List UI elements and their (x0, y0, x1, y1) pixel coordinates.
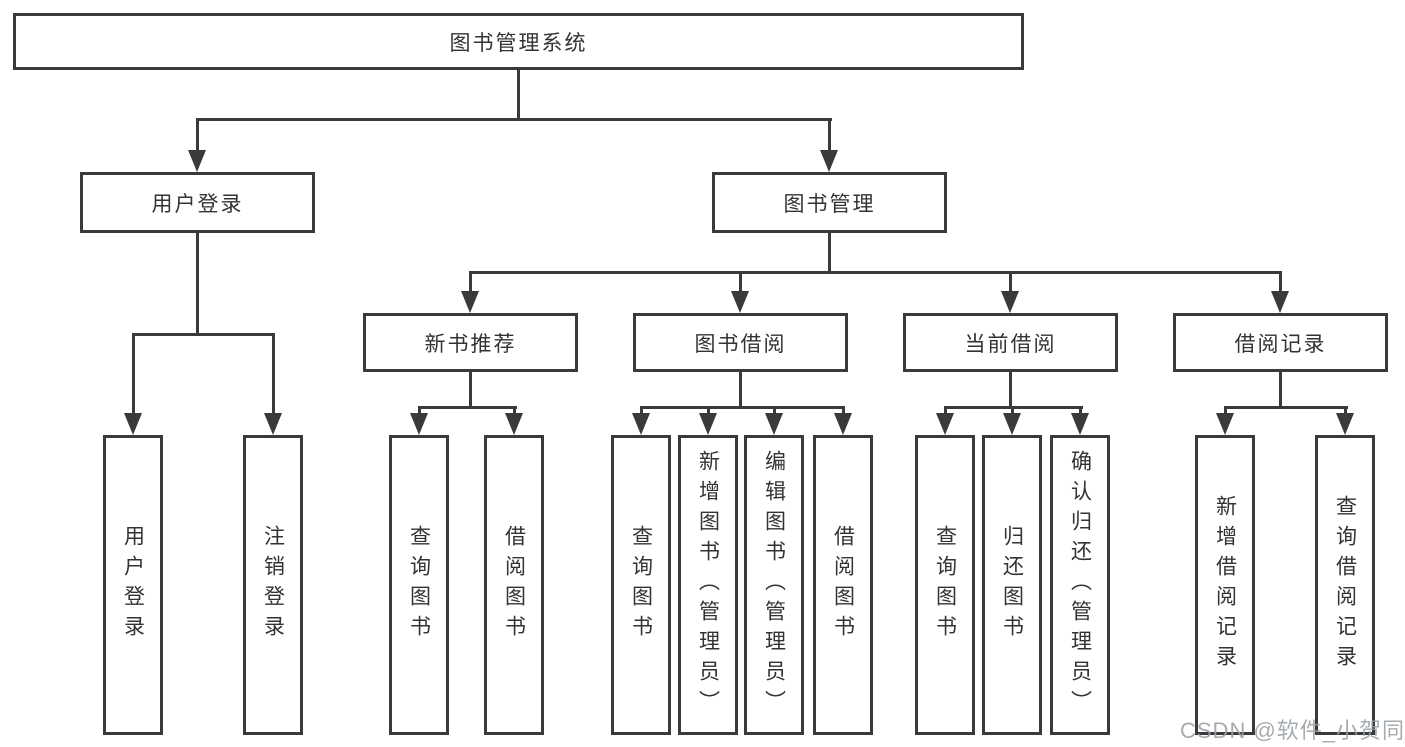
arrow-down-icon (1336, 413, 1354, 435)
connector-recommend-stem (469, 372, 472, 408)
connector-book-borrow-branch (640, 406, 845, 409)
connector-borrow-records-stem (1279, 372, 1282, 408)
arrow-down-icon (820, 150, 838, 172)
connector-drop (513, 406, 516, 415)
csdn-watermark: CSDN @软件_小贺同学 (1180, 718, 1405, 743)
leaf-label: 用户登录 (121, 525, 145, 645)
connector-drop (418, 406, 421, 415)
leaf-label: 新增图书（管理员） (696, 450, 720, 720)
connector-drop (640, 406, 643, 415)
node-label: 图书管理 (783, 192, 876, 216)
arrow-down-icon (936, 413, 954, 435)
arrow-down-icon (188, 150, 206, 172)
arrow-down-icon (632, 413, 650, 435)
connector-drop-borrow-records (1279, 271, 1282, 293)
node-book-management-system: 图书管理系统 (13, 13, 1024, 70)
leaf-current-query-books: 查询图书 (915, 435, 975, 735)
arrow-down-icon (124, 413, 142, 435)
leaf-current-confirm-return: 确认归还（管理员） (1050, 435, 1110, 735)
node-label: 图书管理系统 (449, 31, 588, 55)
leaf-label: 借阅图书 (502, 525, 526, 645)
leaf-current-return-books: 归还图书 (982, 435, 1042, 735)
connector-current-borrow-stem (1009, 372, 1012, 408)
connector-root-branch (196, 118, 832, 121)
leaf-label: 借阅图书 (831, 525, 855, 645)
connector-drop (773, 406, 776, 415)
connector-drop-current-borrow (1009, 271, 1012, 293)
connector-drop (944, 406, 947, 415)
leaf-label: 注销登录 (261, 525, 285, 645)
arrow-down-icon (731, 291, 749, 313)
arrow-down-icon (1216, 413, 1234, 435)
node-label: 图书借阅 (694, 332, 787, 356)
connector-drop (842, 406, 845, 415)
arrow-down-icon (1001, 291, 1019, 313)
leaf-label: 查询图书 (629, 525, 653, 645)
node-label: 借阅记录 (1234, 332, 1327, 356)
leaf-borrow-query-books: 查询图书 (611, 435, 671, 735)
connector-book-borrow-stem (739, 372, 742, 408)
connector-drop-user-login (196, 118, 199, 152)
leaf-borrow-add-books: 新增图书（管理员） (678, 435, 738, 735)
leaf-label: 归还图书 (1000, 525, 1024, 645)
connector-drop (1224, 406, 1227, 415)
node-borrow-records: 借阅记录 (1173, 313, 1388, 372)
connector-drop-book-management (828, 118, 831, 152)
node-label: 当前借阅 (964, 332, 1057, 356)
connector-drop-logout (272, 333, 275, 415)
arrow-down-icon (834, 413, 852, 435)
node-user-login: 用户登录 (80, 172, 315, 233)
leaf-records-add-record: 新增借阅记录 (1195, 435, 1255, 735)
connector-drop-book-borrow (739, 271, 742, 293)
connector-drop-login (132, 333, 135, 415)
leaf-label: 查询图书 (933, 525, 957, 645)
leaf-label: 查询图书 (407, 525, 431, 645)
leaf-user-login: 用户登录 (103, 435, 163, 735)
node-label: 新书推荐 (424, 332, 517, 356)
leaf-borrow-borrow-books: 借阅图书 (813, 435, 873, 735)
arrow-down-icon (264, 413, 282, 435)
arrow-down-icon (765, 413, 783, 435)
arrow-down-icon (410, 413, 428, 435)
arrow-down-icon (1071, 413, 1089, 435)
connector-book-management-branch (469, 271, 1282, 274)
connector-user-login-stem (196, 233, 199, 335)
leaf-records-query-record: 查询借阅记录 (1315, 435, 1375, 735)
node-current-borrow: 当前借阅 (903, 313, 1118, 372)
connector-drop (707, 406, 710, 415)
leaf-label: 新增借阅记录 (1213, 495, 1237, 675)
node-book-management: 图书管理 (712, 172, 947, 233)
node-label: 用户登录 (151, 192, 244, 216)
node-book-borrow: 图书借阅 (633, 313, 848, 372)
connector-recommend-branch (418, 406, 517, 409)
leaf-borrow-edit-books: 编辑图书（管理员） (744, 435, 804, 735)
arrow-down-icon (461, 291, 479, 313)
connector-drop (1344, 406, 1347, 415)
connector-book-management-stem (828, 233, 831, 274)
connector-drop-new-book-recommend (469, 271, 472, 293)
arrow-down-icon (505, 413, 523, 435)
arrow-down-icon (1271, 291, 1289, 313)
leaf-label: 确认归还（管理员） (1068, 450, 1092, 720)
connector-user-login-branch (132, 333, 275, 336)
leaf-logout: 注销登录 (243, 435, 303, 735)
arrow-down-icon (699, 413, 717, 435)
leaf-label: 查询借阅记录 (1333, 495, 1357, 675)
node-new-book-recommend: 新书推荐 (363, 313, 578, 372)
leaf-recommend-query-books: 查询图书 (389, 435, 449, 735)
connector-borrow-records-branch (1224, 406, 1348, 409)
arrow-down-icon (1003, 413, 1021, 435)
leaf-recommend-borrow-books: 借阅图书 (484, 435, 544, 735)
leaf-label: 编辑图书（管理员） (762, 450, 786, 720)
connector-drop (1079, 406, 1082, 415)
connector-drop (1011, 406, 1014, 415)
connector-root-stem (517, 70, 520, 120)
